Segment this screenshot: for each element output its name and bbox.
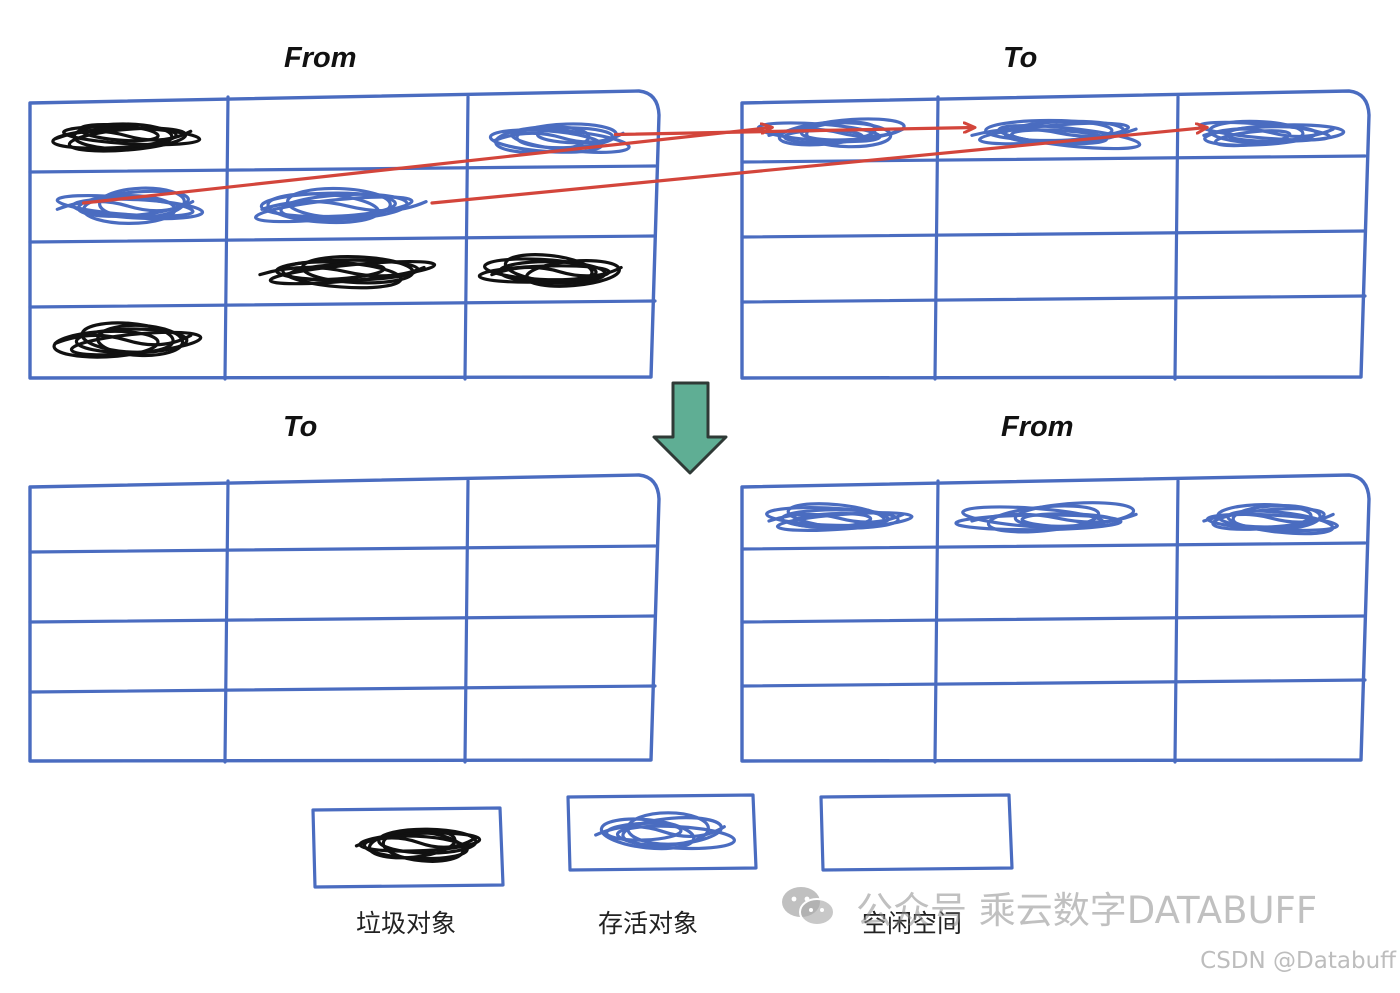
credit-text: CSDN @Databuff [1200,948,1396,974]
live-object [594,811,736,851]
grid-col-line [1173,479,1180,764]
region-title-bottom-right: From [1001,411,1074,443]
grid-row-line [28,299,657,309]
legend-garbage [311,806,505,889]
watermark: 公众号 乘云数字DATABUFF [780,882,1317,932]
copy-arrow [81,128,772,205]
region-border [740,473,1371,763]
grid-row-line [28,164,657,174]
copy-arrow [430,128,1206,205]
wechat-icon [782,887,835,926]
watermark-text: 公众号 乘云数字DATABUFF [856,889,1318,932]
legend-free [819,793,1014,872]
grid-row-line [740,678,1367,688]
live-object [55,186,205,226]
grid-row-line [28,234,657,244]
transition-arrow [652,381,728,475]
memory-region-2 [28,473,661,764]
grid-col-line [463,479,470,764]
grid-col-line [1173,95,1180,381]
legend-swatch [311,806,505,889]
legend-label-garbage: 垃圾对象 [356,909,457,938]
live-object [970,118,1142,151]
memory-region-0 [28,89,661,381]
memory-region-3 [740,473,1371,764]
live-object [765,502,914,532]
live-object [254,186,428,225]
legend-live [566,793,758,872]
live-object [1202,502,1339,536]
live-object [1198,119,1346,148]
copy-arrow [613,128,974,137]
grid-row-line [740,229,1367,239]
memory-region-1 [740,89,1371,381]
legend-label-live: 存活对象 [598,909,699,938]
grid-row-line [28,544,657,554]
region-border [28,473,661,763]
garbage-object [52,321,203,359]
legend-swatch [819,793,1014,872]
garbage-object [477,253,623,288]
garbage-object [51,122,202,153]
legend-label-free: 空闲空间 [862,909,963,938]
region-title-top-left: From [284,42,357,74]
grid-col-line [223,95,230,381]
garbage-object [354,827,482,863]
garbage-object [258,255,437,290]
grid-row-line [740,614,1367,624]
grid-row-line [28,684,657,694]
live-object [954,501,1138,534]
grid-row-line [740,154,1367,164]
grid-row-line [740,541,1367,551]
grid-row-line [28,614,657,624]
legend-swatch [566,793,758,872]
region-title-bottom-left: To [283,411,318,443]
region-title-top-right: To [1003,42,1038,74]
grid-col-line [933,95,940,381]
region-border [740,89,1371,380]
grid-row-line [740,294,1367,304]
region-border [28,89,661,380]
